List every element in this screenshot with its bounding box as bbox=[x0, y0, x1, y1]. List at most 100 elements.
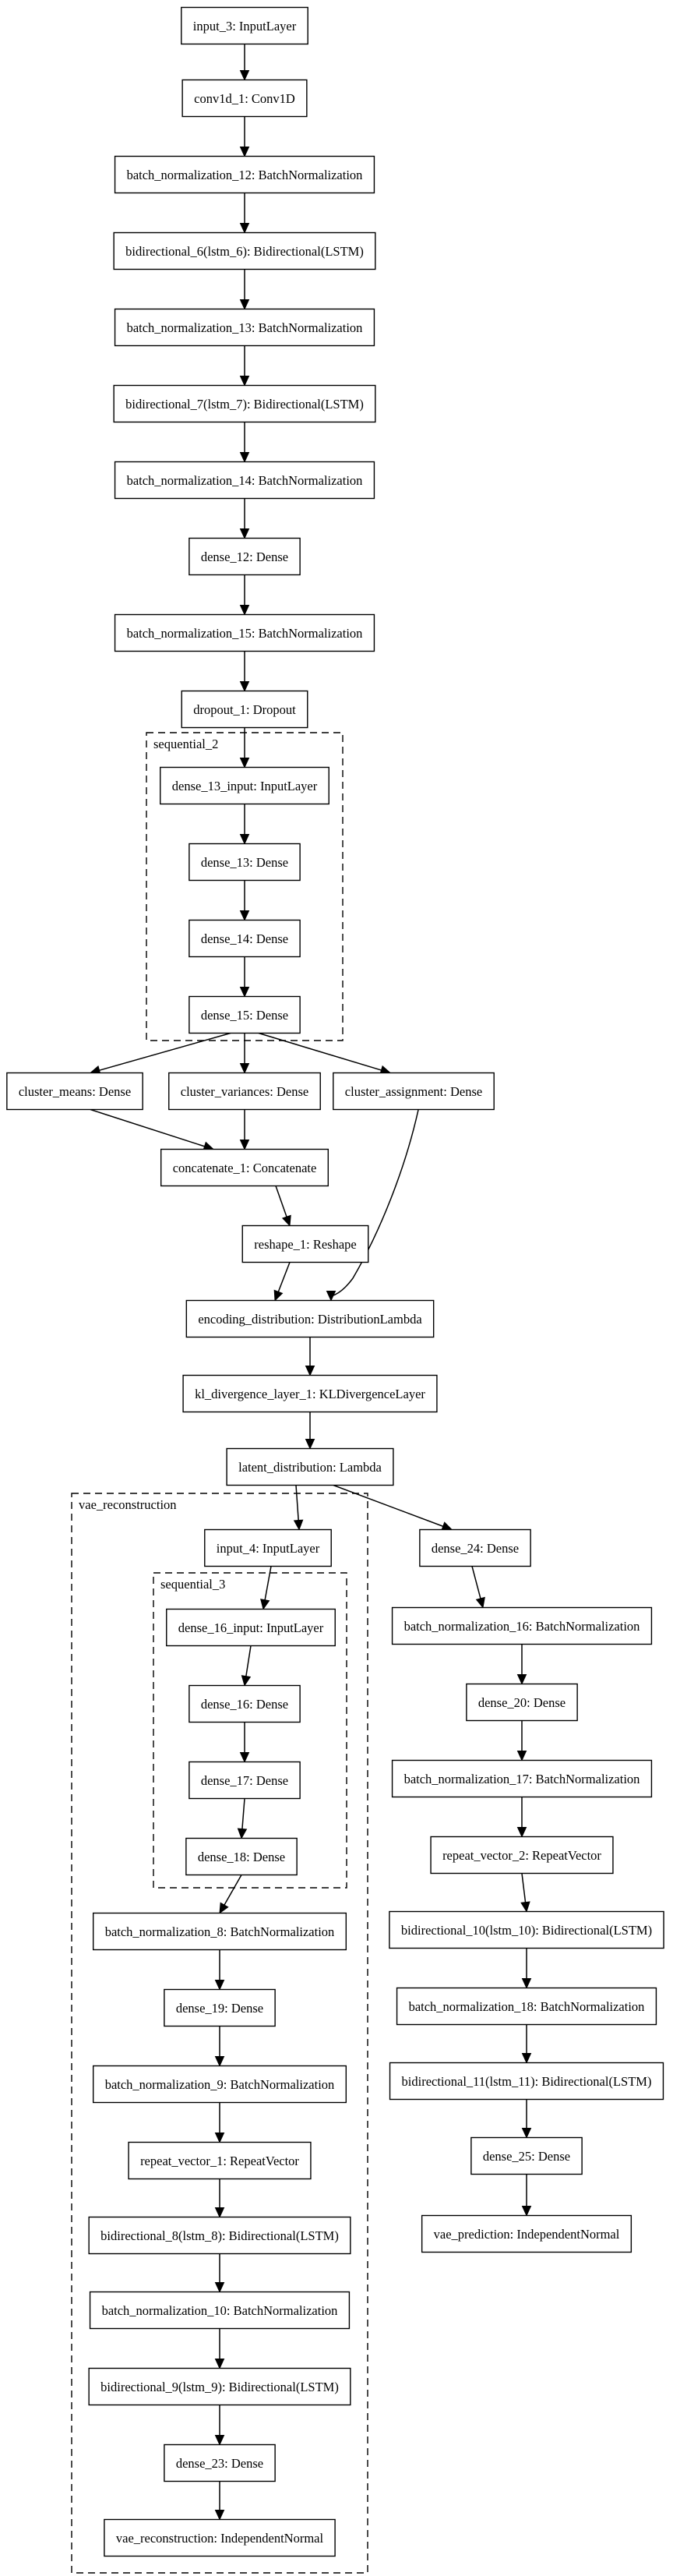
node-dense-12: dense_12: Dense bbox=[189, 537, 301, 576]
edge-dense-24-to-bn-16 bbox=[471, 1566, 485, 1609]
node-box bbox=[189, 537, 301, 576]
node-kl-divergence-layer-1: kl_divergence_layer_1: KLDivergenceLayer bbox=[182, 1374, 438, 1413]
arrowhead bbox=[305, 1439, 315, 1450]
arrowhead bbox=[214, 2056, 225, 2067]
node-label: reshape_1: Reshape bbox=[254, 1237, 357, 1252]
node-bn-13: batch_normalization_13: BatchNormalizati… bbox=[114, 308, 375, 347]
arrowhead bbox=[239, 147, 250, 157]
node-bidir-7: bidirectional_7(lstm_7): Bidirectional(L… bbox=[113, 384, 376, 423]
node-bn-16: batch_normalization_16: BatchNormalizati… bbox=[391, 1606, 653, 1645]
node-box bbox=[6, 1072, 143, 1111]
node-label: batch_normalization_13: BatchNormalizati… bbox=[127, 320, 363, 335]
edge-line bbox=[98, 1032, 231, 1072]
node-label: batch_normalization_8: BatchNormalizatio… bbox=[105, 1924, 335, 1939]
edge-bn-8-to-dense-19 bbox=[214, 1949, 225, 1991]
node-box bbox=[466, 1683, 578, 1722]
node-label: input_3: InputLayer bbox=[193, 19, 297, 34]
edge-cluster-means-to-concatenate-1 bbox=[90, 1108, 215, 1151]
cluster-sequential-3: sequential_3 bbox=[153, 1572, 347, 1889]
node-dense-18: dense_18: Dense bbox=[185, 1837, 298, 1876]
node-box bbox=[391, 1759, 653, 1798]
node-label: dense_16: Dense bbox=[201, 1697, 288, 1712]
node-box bbox=[182, 1374, 438, 1413]
node-box bbox=[88, 2367, 351, 2406]
node-label: input_4: InputLayer bbox=[217, 1541, 320, 1556]
node-box bbox=[164, 2443, 276, 2482]
node-dense-13-input: dense_13_input: InputLayer bbox=[160, 766, 329, 805]
node-label: vae_prediction: IndependentNormal bbox=[434, 2227, 620, 2242]
edge-line bbox=[330, 1109, 419, 1297]
node-concatenate-1: concatenate_1: Concatenate bbox=[160, 1148, 329, 1187]
arrowhead bbox=[239, 758, 250, 769]
node-label: dense_14: Dense bbox=[201, 931, 288, 946]
node-reshape-1: reshape_1: Reshape bbox=[241, 1224, 369, 1263]
edge-bn-14-to-dense-12 bbox=[239, 498, 250, 539]
edge-latent-distribution-to-dense-24 bbox=[333, 1484, 453, 1531]
node-bn-14: batch_normalization_14: BatchNormalizati… bbox=[114, 461, 375, 500]
arrowhead bbox=[214, 2282, 225, 2293]
node-box bbox=[181, 690, 308, 729]
node-label: dense_12: Dense bbox=[201, 549, 288, 564]
node-dense-23: dense_23: Dense bbox=[164, 2443, 276, 2482]
node-label: dense_23: Dense bbox=[176, 2456, 263, 2471]
edge-dense-15-to-cluster-variances bbox=[239, 1033, 250, 1074]
arrowhead bbox=[214, 2207, 225, 2218]
arrowhead bbox=[239, 1063, 250, 1074]
arrowhead bbox=[475, 1596, 485, 1609]
cluster-vae-reconstruction: vae_reconstruction bbox=[71, 1493, 368, 2574]
node-label: batch_normalization_15: BatchNormalizati… bbox=[127, 626, 363, 641]
node-box bbox=[92, 2065, 347, 2104]
node-dense-15: dense_15: Dense bbox=[189, 995, 301, 1034]
node-box bbox=[419, 1528, 531, 1567]
cluster-label: sequential_2 bbox=[153, 737, 218, 751]
node-box bbox=[470, 2136, 583, 2175]
edge-dense-14-to-dense-15 bbox=[239, 956, 250, 998]
arrowhead bbox=[239, 681, 250, 692]
node-bidir-11: bidirectional_11(lstm_11): Bidirectional… bbox=[389, 2062, 664, 2101]
node-label: cluster_assignment: Dense bbox=[345, 1084, 482, 1099]
arrowhead bbox=[273, 1289, 284, 1302]
node-box bbox=[181, 79, 308, 118]
edge-kl-divergence-layer-1-to-latent-distribution bbox=[305, 1412, 315, 1450]
node-conv1d-1: conv1d_1: Conv1D bbox=[181, 79, 308, 118]
node-input-4: input_4: InputLayer bbox=[204, 1528, 332, 1567]
node-box bbox=[389, 2062, 664, 2101]
edge-dense-13-to-dense-14 bbox=[239, 880, 250, 921]
node-box bbox=[204, 1528, 332, 1567]
node-label: latent_distribution: Lambda bbox=[238, 1460, 382, 1475]
edge-bn-13-to-bidir-7 bbox=[239, 345, 250, 387]
arrowhead bbox=[293, 1519, 304, 1531]
edge-bidir-11-to-dense-25 bbox=[521, 2099, 532, 2139]
node-label: bidirectional_11(lstm_11): Bidirectional… bbox=[402, 2074, 652, 2089]
node-label: dropout_1: Dropout bbox=[193, 702, 296, 717]
edge-line bbox=[245, 1645, 252, 1677]
node-label: dense_25: Dense bbox=[483, 2149, 570, 2164]
edge-latent-distribution-to-input-4 bbox=[293, 1485, 304, 1531]
node-input-3: input_3: InputLayer bbox=[181, 6, 308, 45]
node-dropout-1: dropout_1: Dropout bbox=[181, 690, 308, 729]
edge-input-3-to-conv1d-1 bbox=[239, 44, 250, 81]
arrowhead bbox=[239, 910, 250, 921]
edge-dropout-1-to-dense-13-input bbox=[239, 727, 250, 769]
node-box bbox=[333, 1072, 495, 1111]
node-box bbox=[88, 2216, 351, 2255]
arrowhead bbox=[214, 2510, 225, 2521]
arrowhead bbox=[214, 2359, 225, 2369]
node-label: encoding_distribution: DistributionLambd… bbox=[198, 1312, 422, 1327]
edge-dense-17-to-dense-18 bbox=[237, 1798, 248, 1839]
arrowhead bbox=[521, 1978, 532, 1989]
cluster-layer: sequential_2 vae_reconstructionsequential… bbox=[71, 732, 368, 2574]
arrowhead bbox=[237, 1828, 248, 1839]
node-box bbox=[113, 384, 376, 423]
node-box bbox=[114, 461, 375, 500]
edge-bidir-6-to-bn-13 bbox=[239, 269, 250, 310]
arrowhead bbox=[239, 299, 250, 310]
node-box bbox=[128, 2141, 312, 2180]
node-box bbox=[160, 766, 329, 805]
arrowhead bbox=[516, 1827, 527, 1838]
node-vae-reconstruction-out: vae_reconstruction: IndependentNormal bbox=[104, 2518, 336, 2557]
edge-bn-10-to-bidir-9 bbox=[214, 2328, 225, 2369]
node-label: repeat_vector_1: RepeatVector bbox=[140, 2154, 299, 2168]
node-dense-16-input: dense_16_input: InputLayer bbox=[166, 1608, 336, 1647]
node-box bbox=[389, 1910, 664, 1949]
